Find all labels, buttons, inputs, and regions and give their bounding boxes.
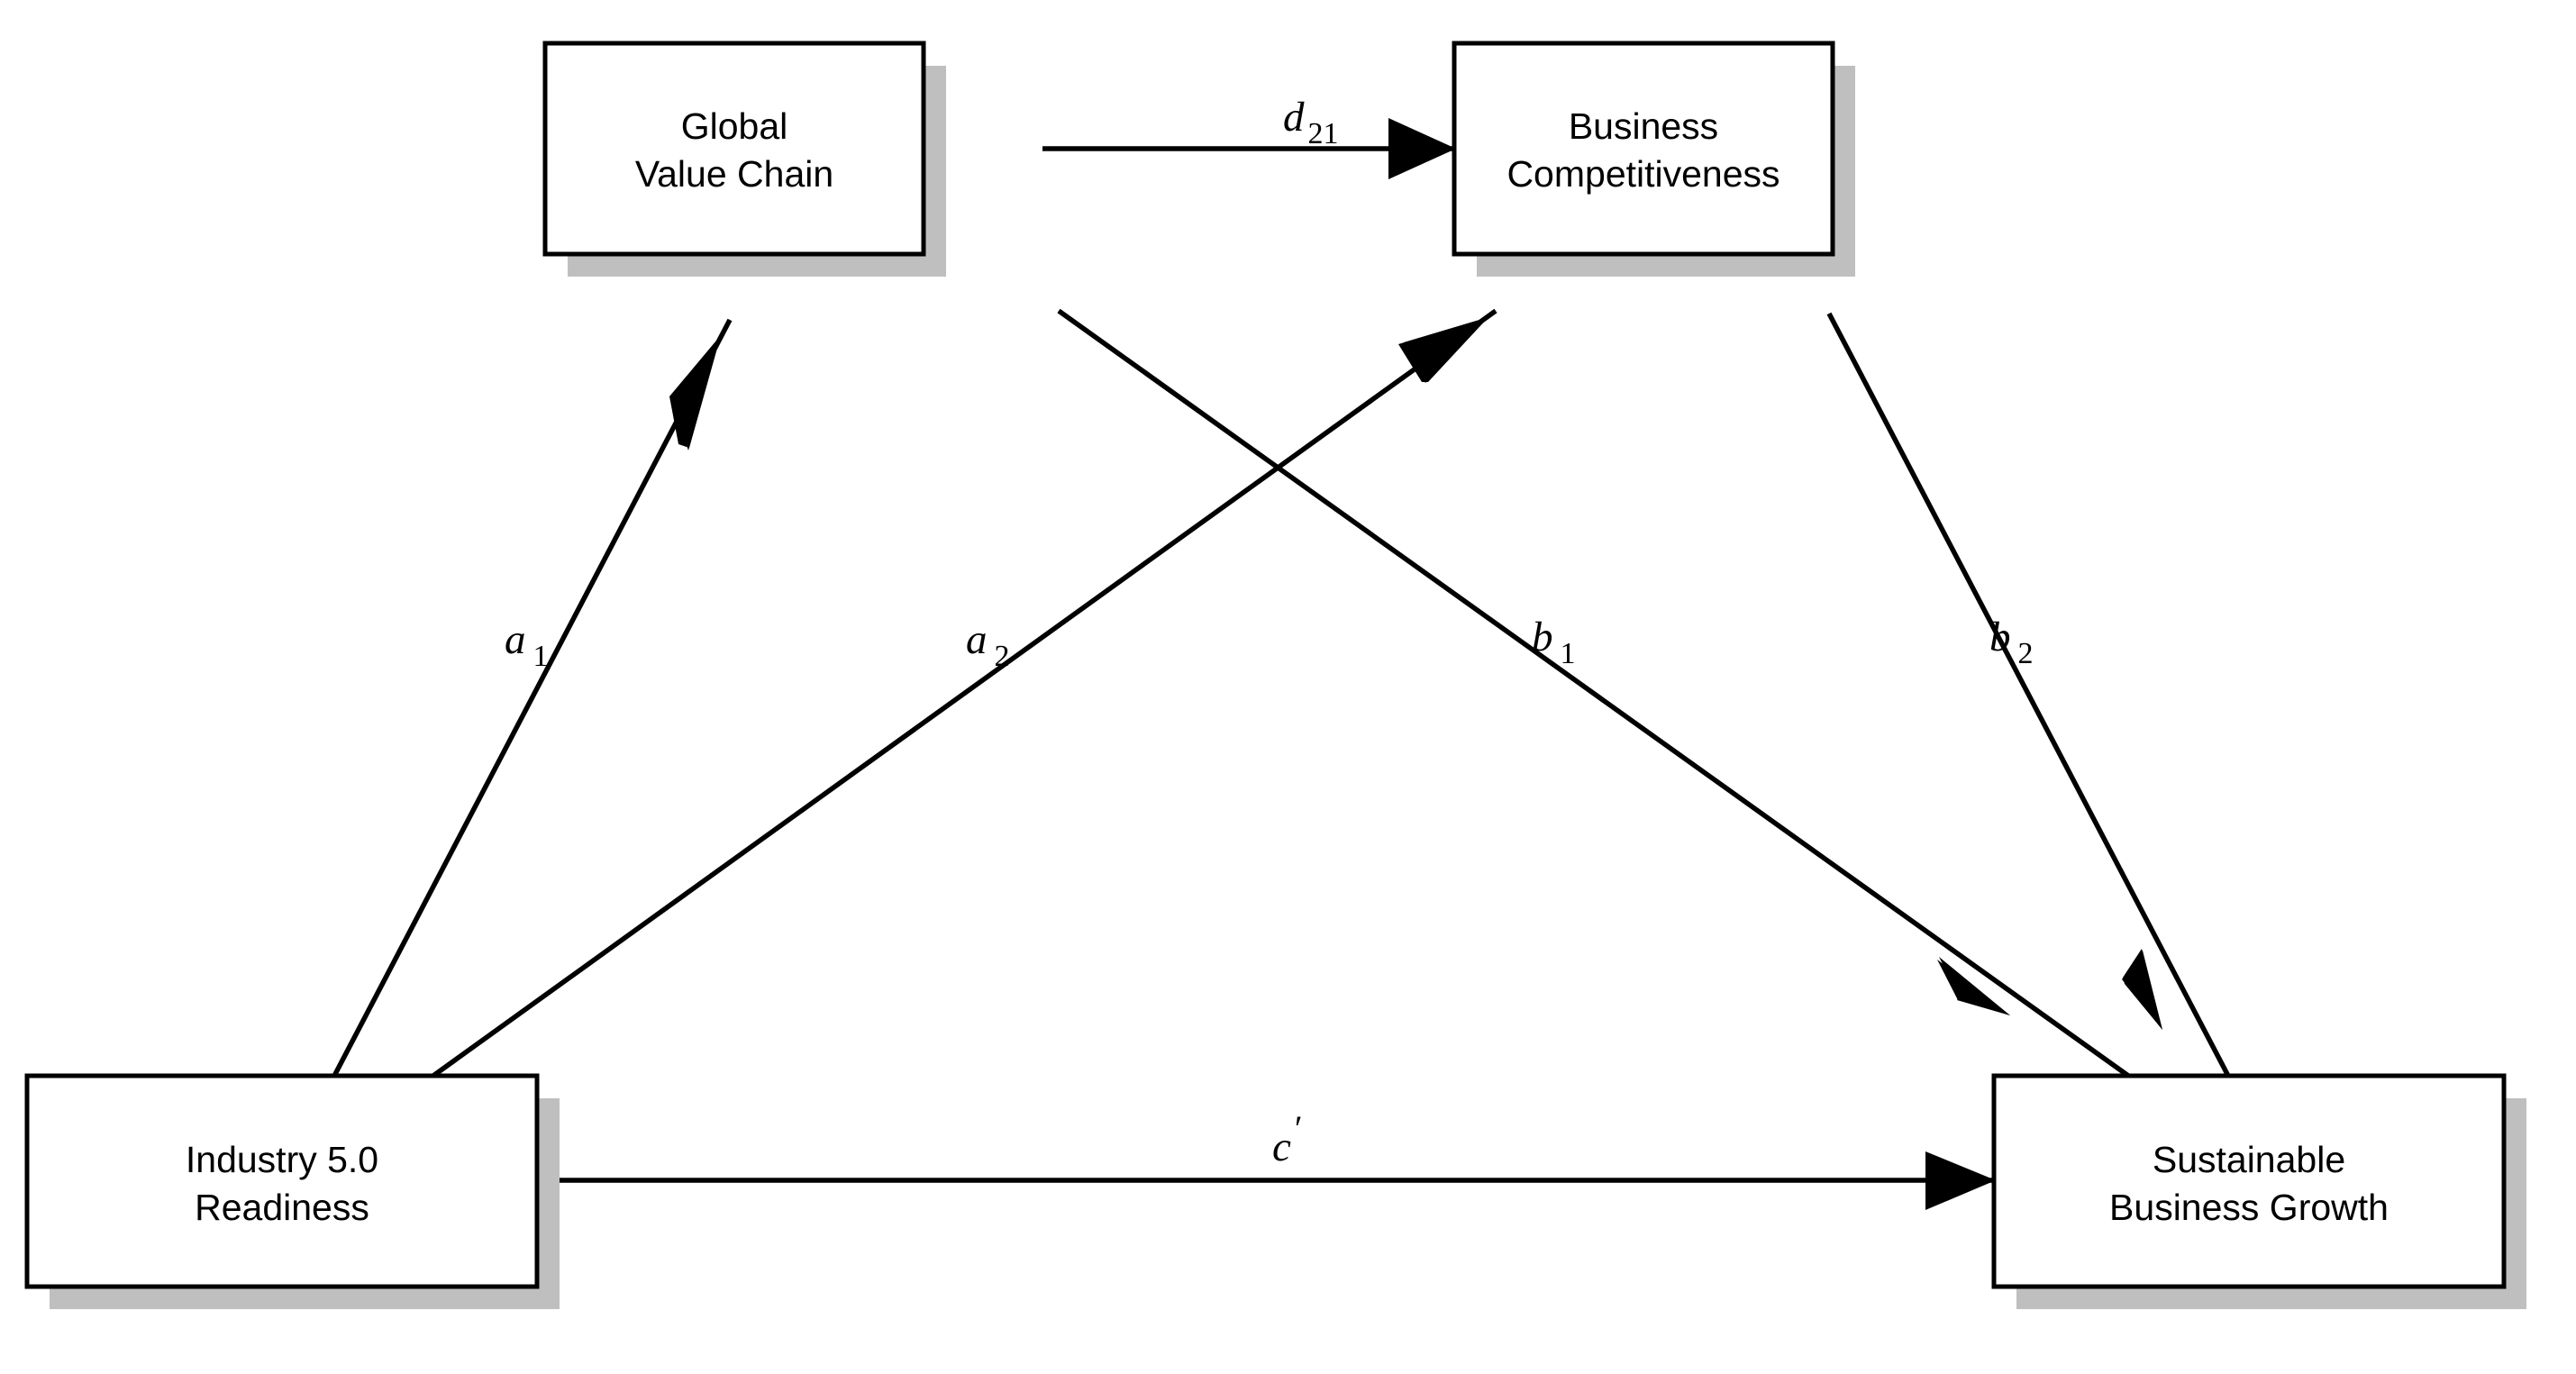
node-sustainable-business-growth-line2: Business Growth <box>2109 1187 2389 1228</box>
path-label-c-prime-mark: ′ <box>1295 1108 1303 1149</box>
path-line-a1[interactable] <box>331 318 733 1079</box>
arrowhead-d21 <box>1388 118 1456 179</box>
node-global-value-chain[interactable]: Global Value Chain <box>542 41 926 257</box>
path-label-a2-letter: a <box>966 616 988 663</box>
path-line-b1[interactable] <box>1057 308 2133 1080</box>
node-industry-5-readiness[interactable]: Industry 5.0 Readiness <box>24 1073 540 1289</box>
node-sustainable-business-growth[interactable]: Sustainable Business Growth <box>1991 1073 2507 1289</box>
node-sustainable-business-growth-line1: Sustainable <box>2153 1139 2345 1180</box>
arrowhead-a1-b <box>669 335 721 448</box>
node-global-value-chain-line2: Value Chain <box>635 153 833 195</box>
path-label-a2-subscript: 2 <box>995 640 1010 673</box>
node-boxes: Global Value Chain Business Competitiven… <box>24 41 2507 1289</box>
node-business-competitiveness-line1: Business <box>1569 105 1718 147</box>
arrowhead-b1 <box>1939 957 2010 1015</box>
path-label-b2-subscript: 2 <box>2018 637 2034 670</box>
path-label-c-prime: c′ <box>1272 1108 1303 1170</box>
arrowhead-c-prime <box>1925 1151 1996 1210</box>
path-label-a1-subscript: 1 <box>533 640 549 673</box>
path-line-a2[interactable] <box>429 308 1497 1080</box>
arrowhead-b2-b <box>2122 951 2162 1030</box>
path-label-a1-letter: a <box>505 616 526 663</box>
path-label-d21-letter: d <box>1283 94 1305 141</box>
node-global-value-chain-line1: Global <box>681 105 788 147</box>
node-sustainable-business-growth-rect[interactable] <box>1991 1073 2507 1289</box>
node-global-value-chain-rect[interactable] <box>542 41 926 257</box>
node-industry-5-readiness-line1: Industry 5.0 <box>186 1139 378 1180</box>
path-label-b1-subscript: 1 <box>1561 637 1576 670</box>
node-business-competitiveness-rect[interactable] <box>1452 41 1835 257</box>
node-business-competitiveness[interactable]: Business Competitiveness <box>1452 41 1835 257</box>
node-business-competitiveness-line2: Competitiveness <box>1506 153 1780 195</box>
arrowhead-b1-b <box>1937 960 2010 1015</box>
path-label-b1-letter: b <box>1532 614 1553 660</box>
path-label-d21-subscript: 21 <box>1308 117 1339 150</box>
path-label-c-prime-letter: c <box>1272 1124 1291 1170</box>
path-arrowheads <box>669 118 2162 1210</box>
path-line-b2[interactable] <box>1826 312 2232 1079</box>
node-industry-5-readiness-rect[interactable] <box>24 1073 540 1289</box>
path-label-b2-letter: b <box>1989 614 2011 660</box>
arrowhead-a2-b <box>1398 317 1488 382</box>
path-connectors <box>331 146 2232 1183</box>
node-industry-5-readiness-line2: Readiness <box>195 1187 369 1228</box>
